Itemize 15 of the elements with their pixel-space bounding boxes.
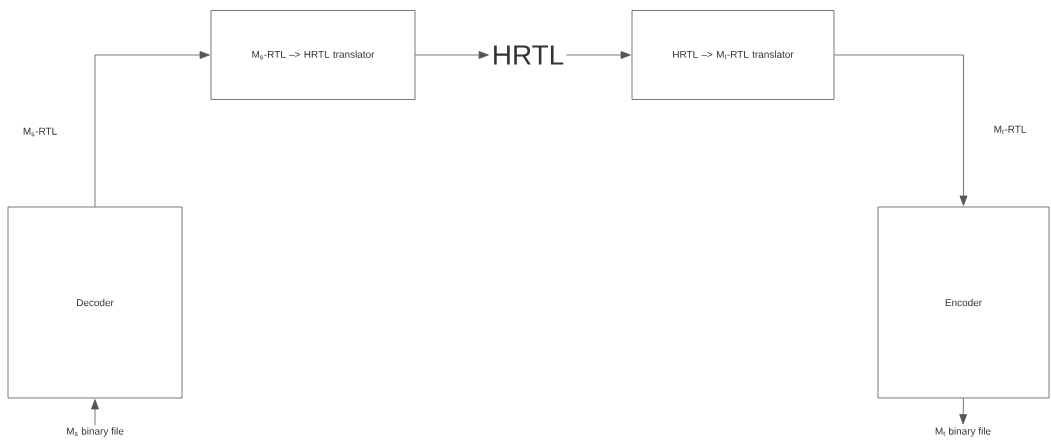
arrow — [91, 399, 99, 426]
arrow — [959, 398, 968, 425]
edge-label: M$_{t}$-RTL — [994, 125, 1026, 135]
file-label: M$_{s}$ binary file — [67, 427, 124, 437]
process-box: Decoder — [7, 206, 183, 399]
file-label: M$_{t}$ binary file — [935, 427, 991, 437]
process-box: Encoder — [877, 206, 1050, 399]
arrow — [94, 51, 210, 207]
process-box: M$_{s}$-RTL –> HRTL translator — [210, 10, 416, 100]
arrow — [566, 51, 631, 59]
edge-label: M$_{s}$-RTL — [23, 127, 57, 137]
arrow — [415, 51, 489, 59]
arrow — [834, 54, 968, 206]
process-box: HRTL –> M$_{t}$-RTL translator — [631, 10, 835, 100]
data-label: HRTL — [494, 45, 564, 65]
